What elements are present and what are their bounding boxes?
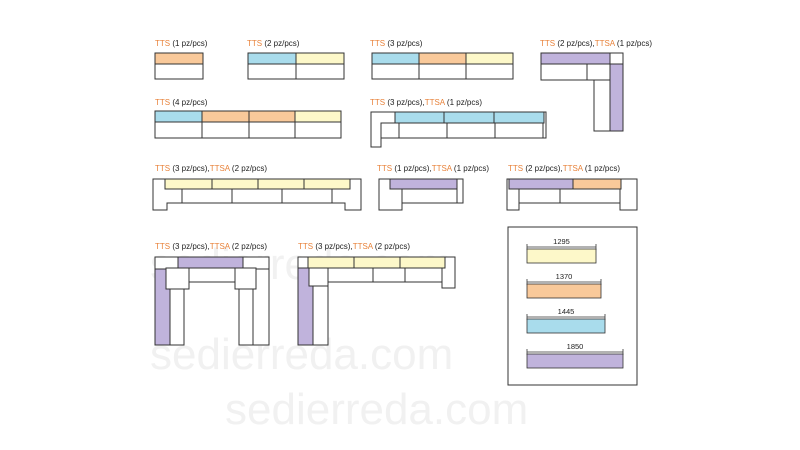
config-label-10: TTS (3 pz/pcs),TTSA (2 pz/pcs) xyxy=(155,242,268,251)
config-label-7: TTS (3 pz/pcs),TTSA (2 pz/pcs) xyxy=(155,164,268,173)
size-label: 1370 xyxy=(556,272,573,281)
config-5-tts-four xyxy=(154,110,342,139)
config-label-2: TTS (2 pz/pcs) xyxy=(247,39,300,48)
config-label-11: TTS (3 pz/pcs),TTSA (2 pz/pcs) xyxy=(298,242,411,251)
size-label: 1850 xyxy=(567,342,584,351)
config-1-tts-single xyxy=(154,52,204,80)
size-label: 1445 xyxy=(558,307,575,316)
config-label-8: TTS (1 pz/pcs),TTSA (1 pz/pcs) xyxy=(377,164,490,173)
size-swatch-cyan xyxy=(526,318,606,334)
size-label: 1295 xyxy=(553,237,570,246)
config-label-6: TTS (3 pz/pcs),TTSA (1 pz/pcs) xyxy=(370,98,483,107)
size-swatch-orange xyxy=(526,283,602,299)
config-label-3: TTS (3 pz/pcs) xyxy=(370,39,423,48)
config-label-1: TTS (1 pz/pcs) xyxy=(155,39,208,48)
config-3-tts-three xyxy=(371,52,514,80)
size-swatch-cream xyxy=(526,248,597,264)
config-6-sofa-arm-left xyxy=(370,111,547,148)
config-label-5: TTS (4 pz/pcs) xyxy=(155,98,208,107)
config-7-sofa-two-arms xyxy=(152,178,362,211)
config-9-sofa xyxy=(506,178,638,211)
config-4-l-corner xyxy=(540,52,624,132)
legend-entries: 1295 1370 1445 1850 xyxy=(526,237,624,369)
config-8-small-sofa xyxy=(378,178,464,211)
size-swatch-lavender xyxy=(526,353,624,369)
config-11-l-shape xyxy=(297,256,456,346)
watermark-text: sedierreda.com xyxy=(225,385,529,434)
config-10-u-shape xyxy=(154,256,270,346)
config-label-9: TTS (2 pz/pcs),TTSA (1 pz/pcs) xyxy=(508,164,621,173)
config-label-4: TTS (2 pz/pcs),TTSA (1 pz/pcs) xyxy=(540,39,653,48)
config-2-tts-two xyxy=(247,52,345,80)
